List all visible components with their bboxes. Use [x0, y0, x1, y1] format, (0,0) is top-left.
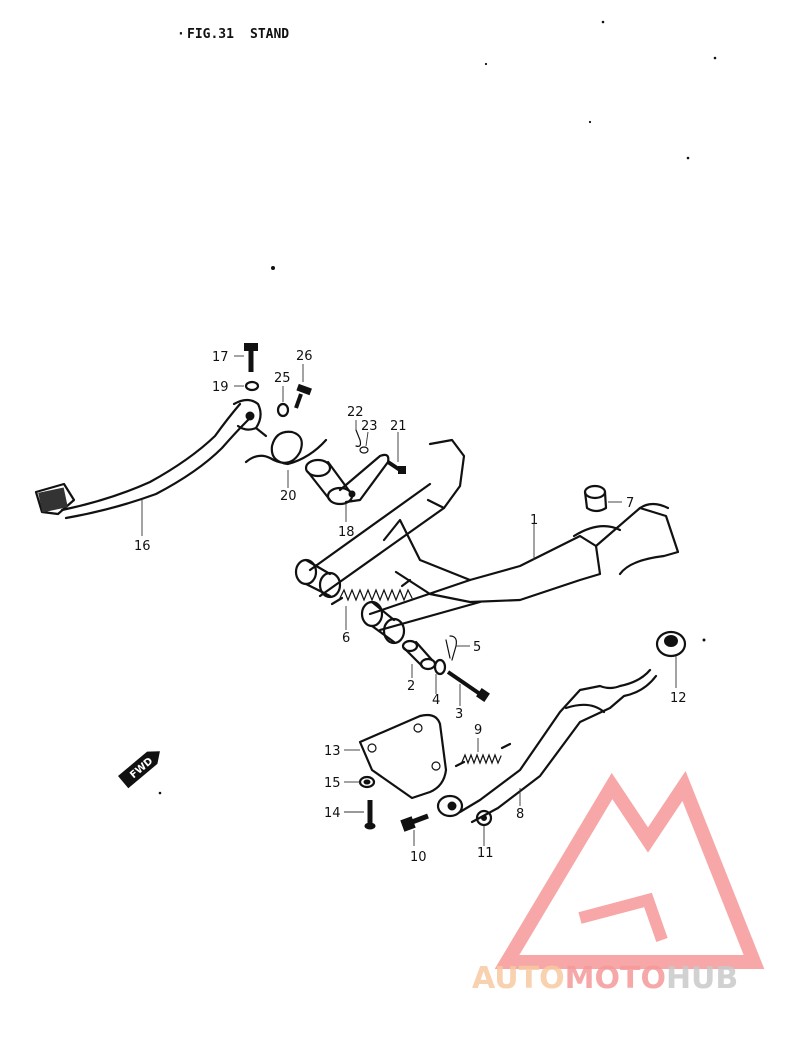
label-12: 12 [670, 691, 687, 706]
title-bullet: · [177, 27, 185, 42]
washer-15 [358, 775, 376, 789]
pin-26 [294, 383, 312, 409]
part-labels: 17 19 25 26 22 23 21 20 18 16 1 7 6 5 2 … [134, 349, 687, 865]
scan-specks [158, 20, 717, 795]
label-11: 11 [477, 846, 494, 861]
figure-title: STAND [250, 27, 289, 42]
label-22: 22 [347, 405, 364, 420]
label-8: 8 [516, 807, 524, 822]
label-5: 5 [473, 640, 481, 655]
clip-22 [355, 429, 362, 447]
watermark-text: AUTOMOTOHUB [472, 961, 738, 996]
label-21: 21 [390, 419, 407, 434]
label-2: 2 [407, 679, 415, 694]
washer-19 [244, 380, 260, 392]
label-14: 14 [324, 806, 341, 821]
label-3: 3 [455, 707, 463, 722]
spring-6 [330, 578, 413, 606]
label-13: 13 [324, 744, 341, 759]
forward-arrow-icon: FWD [118, 751, 160, 789]
side-stand-8 [436, 668, 658, 824]
bracket-13 [358, 713, 448, 800]
bolt-14 [364, 800, 376, 830]
watermark-part-1: AUTO [472, 961, 565, 996]
watermark-logo [494, 771, 765, 969]
label-9: 9 [474, 723, 482, 738]
label-20: 20 [280, 489, 297, 504]
shaft-17 [304, 453, 390, 506]
bolt-21 [386, 460, 406, 474]
cotter-pin-5 [445, 635, 457, 661]
bolt-3 [446, 670, 490, 702]
label-1: 1 [530, 513, 538, 528]
label-19: 19 [212, 380, 229, 395]
lever-16 [34, 398, 268, 520]
label-6: 6 [342, 631, 350, 646]
stopper-7 [583, 484, 608, 513]
leader-lines [141, 355, 677, 846]
label-25: 25 [274, 371, 291, 386]
label-23: 23 [361, 419, 378, 434]
bolt-18 [244, 343, 258, 372]
watermark-part-2: MOTO [565, 961, 666, 996]
washer-23 [359, 446, 369, 454]
label-10: 10 [410, 850, 427, 865]
label-4: 4 [432, 693, 440, 708]
spring-20 [244, 430, 328, 466]
label-15: 15 [324, 776, 341, 791]
pin-2 [401, 639, 437, 671]
label-7: 7 [626, 496, 634, 511]
watermark-part-3: HUB [666, 961, 738, 996]
cap-12 [655, 630, 687, 658]
label-17: 18 [338, 525, 355, 540]
label-18: 17 [212, 350, 229, 365]
label-26: 26 [296, 349, 313, 364]
washer-4 [433, 658, 447, 676]
label-16: 16 [134, 539, 151, 554]
bolt-10 [400, 813, 429, 832]
nut-25 [276, 402, 290, 418]
spring-9 [454, 742, 512, 768]
center-stand-1 [294, 438, 680, 645]
figure-number: FIG.31 [187, 27, 234, 42]
nut-11 [475, 809, 493, 827]
